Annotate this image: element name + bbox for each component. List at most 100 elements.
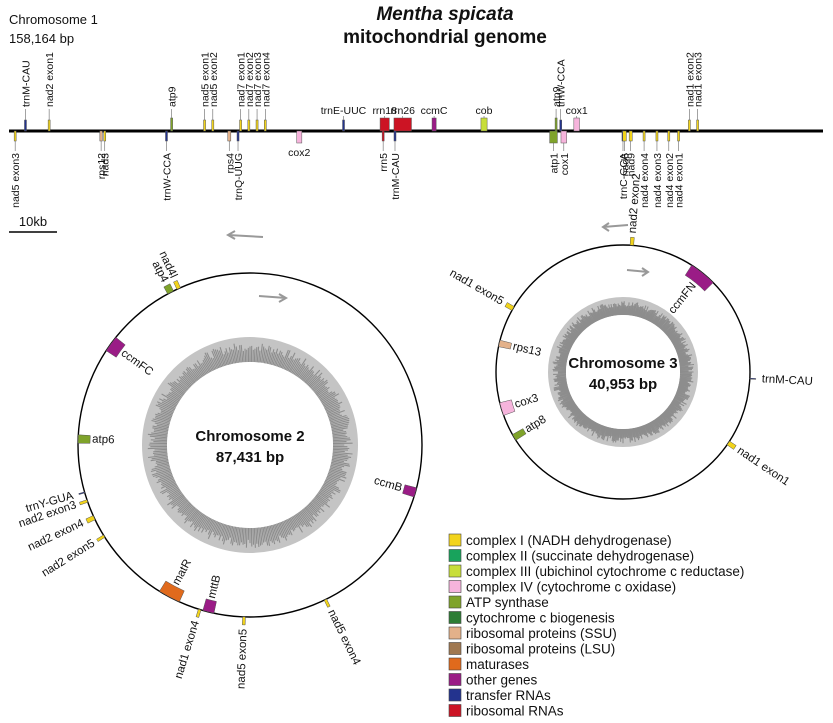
gene-label-atp9: atp9 <box>551 86 563 107</box>
gene-ccmfn <box>684 264 714 292</box>
gene-nad1-exon5 <box>504 302 515 311</box>
gene-nad1-exon2 <box>688 119 691 132</box>
gene-ccmc <box>431 117 437 132</box>
legend-swatch-complex-i <box>448 533 462 547</box>
gene-label-atp1: atp1 <box>549 153 561 174</box>
legend-swatch-atp <box>448 595 462 609</box>
gene-label-trnm-cau: trnM-CAU <box>390 153 402 200</box>
gene-atp9 <box>170 117 173 132</box>
chromosome2-size: 87,431 bp <box>216 449 284 466</box>
gene-nad9 <box>628 130 633 142</box>
gene-label-rrn5: rrn5 <box>378 153 390 172</box>
gene-nad7-exon2 <box>247 119 251 132</box>
gene-trne-uuc <box>342 119 345 132</box>
legend-swatch-complex-iv <box>448 580 462 593</box>
gene-nad2-exon5 <box>96 534 106 542</box>
gene-nad5-exon3 <box>13 130 17 142</box>
chromosome1-size: 158,164 bp <box>9 31 74 46</box>
gene-label-nad7-exon1: nad7 exon1 <box>236 52 248 107</box>
gene-atp9 <box>554 117 558 132</box>
gene-nad5-exon2 <box>211 119 215 132</box>
gene-nad4-exon3 <box>655 130 659 142</box>
gene-label-nad1-exon2: nad1 exon2 <box>684 52 696 107</box>
gene-label-rrn18: rrn18 <box>372 105 397 117</box>
direction-arrow-inner <box>626 267 650 277</box>
gene-nad1-exon3 <box>696 119 699 132</box>
gene-label-nad7-exon2: nad7 exon2 <box>244 52 256 107</box>
gene-cox2 <box>296 130 303 144</box>
gene-label-nad4-exon3: nad4 exon3 <box>652 153 664 208</box>
gene-label-ccmc: ccmC <box>421 105 448 117</box>
legend-swatch-other <box>448 673 462 686</box>
gene-label-ccmfc: ccmFC <box>119 347 156 378</box>
gene-trnm-cau <box>749 377 757 380</box>
legend-swatch-rpl <box>448 642 462 655</box>
gene-ccmfc <box>105 336 126 358</box>
ring-inner-blank <box>167 362 333 528</box>
gene-nad4-exon2 <box>667 130 671 142</box>
gene-trnm-cau <box>24 119 27 132</box>
gene-atp4 <box>163 283 174 295</box>
gene-nad6 <box>622 130 627 142</box>
gene-label-atp6: atp6 <box>92 434 115 447</box>
gene-trnq-uug <box>236 130 240 142</box>
scale-bar: 10kb <box>9 214 57 233</box>
legend-label-complex-iii: complex III (ubichinol cytochrome c redu… <box>466 564 744 579</box>
gene-label-nad1-exon5: nad1 exon5 <box>448 267 506 307</box>
direction-arrow-outer <box>225 230 264 240</box>
gene-cob <box>480 117 488 132</box>
gene-label-atp8: atp8 <box>523 414 548 436</box>
gene-label-nad4-exon2: nad4 exon2 <box>664 153 676 208</box>
legend-swatch-maturase <box>448 657 462 671</box>
legend-swatch-complex-ii <box>448 549 462 562</box>
gene-label-nad3: nad3 <box>100 153 112 177</box>
legend-label-complex-iv: complex IV (cytochrome c oxidase) <box>466 580 676 595</box>
gene-label-nad1-exon4: nad1 exon4 <box>173 619 202 681</box>
gene-label-nad5-exon3: nad5 exon3 <box>10 153 22 208</box>
gene-label-nad1-exon1: nad1 exon1 <box>735 445 792 489</box>
title: Mentha spicata mitochondrial genome <box>343 4 547 48</box>
gene-nad7-exon3 <box>255 119 259 132</box>
subtitle: mitochondrial genome <box>343 27 547 48</box>
gene-label-trnm-cau: trnM-CAU <box>761 373 813 388</box>
gene-atp6 <box>77 434 91 444</box>
legend-swatch-complex-iii <box>448 564 462 578</box>
gene-atp1 <box>549 130 558 144</box>
gene-rps13 <box>498 339 512 350</box>
gene-nad2-exon4 <box>85 515 96 524</box>
gene-label-trnm-cau: trnM-CAU <box>20 60 32 107</box>
gene-label-nad5-exon1: nad5 exon1 <box>200 52 212 107</box>
gene-rps4 <box>227 130 232 142</box>
gene-label-cox1: cox1 <box>566 105 588 117</box>
scale-bar-label: 10kb <box>19 214 47 229</box>
legend-label-trna: transfer RNAs <box>466 688 551 703</box>
chromosome1-header: Chromosome 1 158,164 bp <box>9 12 98 46</box>
gene-nad7-exon1 <box>239 119 242 132</box>
gene-nad2-exon3 <box>79 499 89 506</box>
gc-content-profile <box>552 301 695 444</box>
gene-trnw-cca <box>559 119 562 132</box>
gene-label-cox2: cox2 <box>288 147 310 159</box>
chromosome2-name: Chromosome 2 <box>195 428 304 445</box>
gene-label-rps12: rps12 <box>96 153 108 179</box>
ring-inner-blank <box>566 315 680 429</box>
chromosome3-name: Chromosome 3 <box>568 355 677 372</box>
chromosome2-backbone <box>77 272 423 618</box>
legend-label-other: other genes <box>466 673 538 688</box>
gene-label-matr: matR <box>171 557 194 587</box>
gene-matr <box>159 580 185 603</box>
legend-label-rps: ribosomal proteins (SSU) <box>466 626 617 641</box>
gene-label-rps4: rps4 <box>224 153 236 174</box>
gene-label-nad7-exon4: nad7 exon4 <box>260 52 272 107</box>
gene-label-atp9: atp9 <box>167 86 179 107</box>
legend-label-maturase: maturases <box>466 657 529 672</box>
gene-nad1-exon4 <box>195 608 202 618</box>
gene-label-ccmfn: ccmFN <box>667 280 699 316</box>
gene-label-nad9: nad9 <box>626 153 638 177</box>
chromosome1-name: Chromosome 1 <box>9 12 98 27</box>
chromosome3-size: 40,953 bp <box>589 376 657 393</box>
gene-cox3 <box>499 399 516 416</box>
